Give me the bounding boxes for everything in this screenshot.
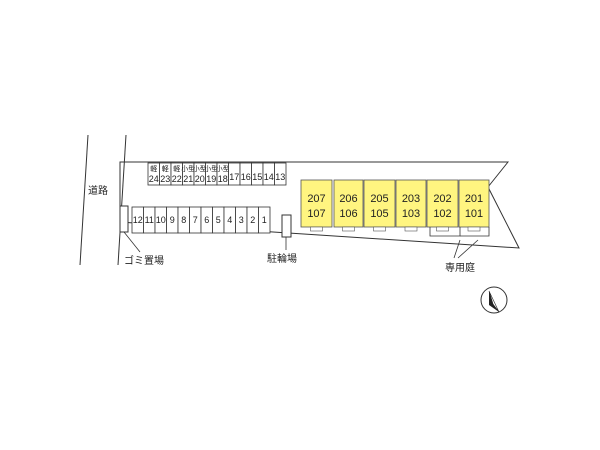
parking-space-10[interactable]: 10 [154,206,167,234]
parking-type-label: 軽 [162,164,169,173]
unit-upper-number: 206 [339,193,357,205]
garbage-area[interactable] [119,205,129,233]
parking-number: 6 [204,215,209,225]
unit-lower-number: 101 [465,208,483,220]
unit-lower-number: 107 [307,208,325,220]
parking-space-3[interactable]: 3 [235,206,248,234]
parking-number: 24 [149,174,159,184]
unit-lower-number: 103 [402,208,420,220]
parking-number: 9 [170,215,175,225]
unit-upper-number: 201 [465,193,483,205]
parking-number: 16 [241,172,251,182]
road-line-left [79,134,89,266]
parking-number: 13 [275,172,285,182]
parking-space-13[interactable]: 13 [274,162,287,186]
parking-space-16[interactable]: 16 [239,162,252,186]
parking-number: 20 [195,174,205,184]
parking-number: 12 [133,215,143,225]
parking-type-label: 小型 [204,164,218,173]
parking-number: 5 [216,215,221,225]
parking-number: 23 [160,174,170,184]
parking-space-23[interactable]: 軽23 [159,162,172,186]
parking-number: 11 [145,215,154,225]
parking-space-2[interactable]: 2 [246,206,259,234]
parking-number: 19 [206,174,216,184]
parking-space-8[interactable]: 8 [177,206,190,234]
parking-space-14[interactable]: 14 [262,162,275,186]
parking-space-24[interactable]: 軽24 [147,162,160,186]
parking-number: 14 [264,172,274,182]
parking-number: 22 [172,174,182,184]
road-line-right [117,134,127,266]
unit-upper-number: 207 [307,193,325,205]
parking-number: 18 [218,174,228,184]
unit-upper-number: 203 [402,193,420,205]
garden-leader-right [457,239,479,259]
parking-number: 4 [227,215,232,225]
parking-number: 7 [193,215,198,225]
parking-type-label: 小型 [193,164,207,173]
private-garden-101 [460,227,490,237]
north-arrow-icon [480,286,508,314]
parking-number: 15 [252,172,262,182]
parking-number: 2 [250,215,255,225]
parking-number: 3 [239,215,244,225]
parking-space-6[interactable]: 6 [200,206,213,234]
parking-number: 17 [229,172,239,182]
parking-type-label: 軽 [173,164,180,173]
parking-number: 1 [262,215,267,225]
parking-space-15[interactable]: 15 [251,162,264,186]
parking-space-1[interactable]: 1 [258,206,271,234]
bicycle-label: 駐輪場 [267,252,297,265]
private-garden-102 [429,227,461,237]
unit-upper-number: 205 [370,193,388,205]
parking-space-11[interactable]: 11 [143,206,156,234]
garbage-leader [123,231,141,253]
parking-number: 21 [183,174,193,184]
parking-type-label: 小型 [181,164,195,173]
garden-leader-left [453,239,461,259]
unit-lower-number: 105 [370,208,388,220]
parking-space-4[interactable]: 4 [223,206,236,234]
parking-space-17[interactable]: 17 [228,162,241,186]
parking-space-9[interactable]: 9 [166,206,179,234]
garbage-label: ゴミ置場 [124,254,164,267]
unit-upper-number: 202 [433,193,451,205]
parking-number: 8 [181,215,186,225]
unit-lower-number: 102 [433,208,451,220]
parking-number: 10 [156,215,166,225]
unit-lower-number: 106 [339,208,357,220]
parking-space-5[interactable]: 5 [212,206,225,234]
parking-type-label: 軽 [150,164,157,173]
bicycle-parking[interactable] [281,214,292,238]
garden-label: 専用庭 [445,261,475,274]
parking-space-12[interactable]: 12 [131,206,144,234]
road-label: 道路 [88,184,108,197]
parking-space-7[interactable]: 7 [189,206,202,234]
parking-type-label: 小型 [216,164,230,173]
